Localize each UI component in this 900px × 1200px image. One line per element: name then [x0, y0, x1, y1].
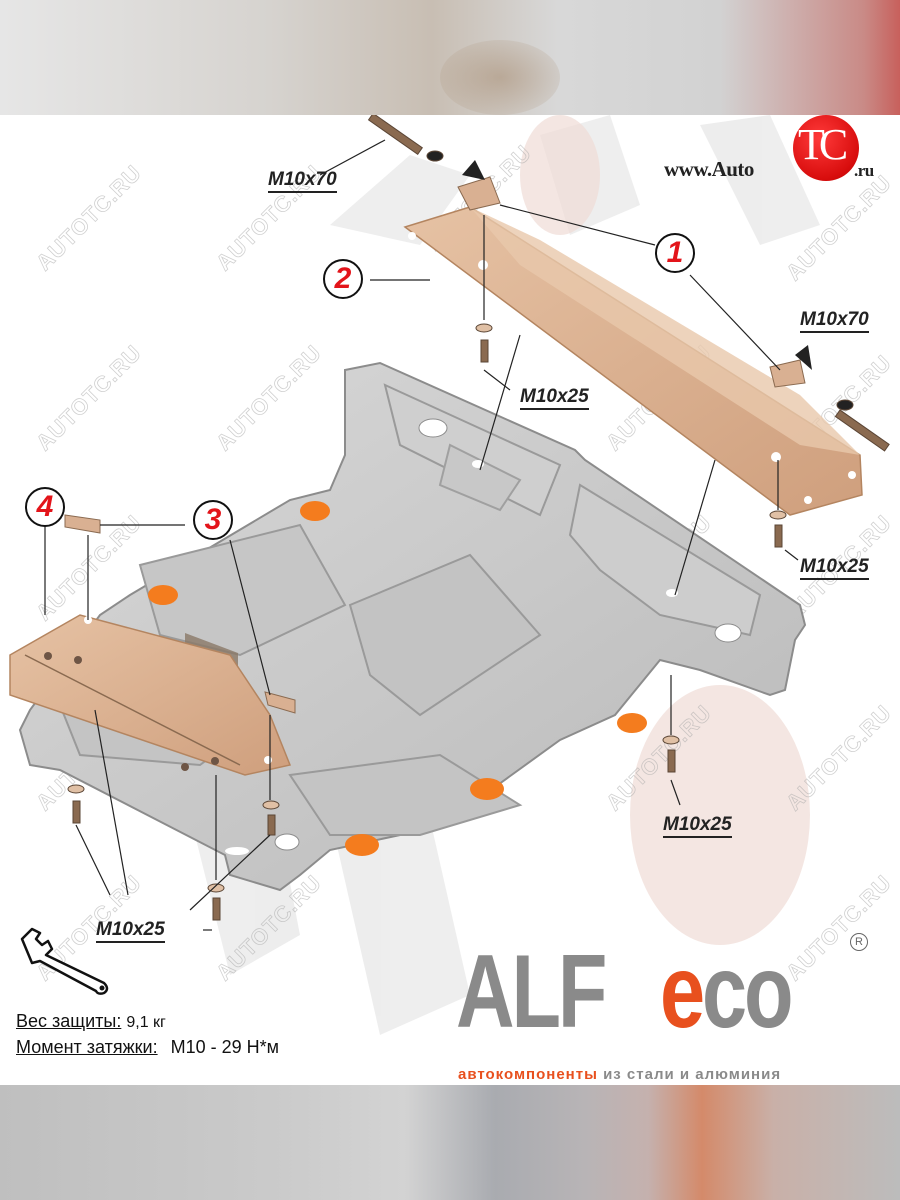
wrench-icon [20, 927, 109, 995]
brand-alf: ALF [456, 934, 607, 1050]
drain-plug [148, 585, 178, 605]
main-skid-plate [18, 361, 807, 892]
autotc-logo-circle [793, 115, 859, 181]
brand-eco: eco [660, 940, 794, 1044]
drain-plug [300, 501, 330, 521]
weight-label: Вес защиты: [16, 1011, 122, 1031]
brand-eco-e: e [660, 934, 705, 1050]
torque-info: Момент затяжки: M10 - 29 Н*м [16, 1037, 279, 1058]
blurred-top-backdrop [0, 0, 900, 115]
drain-plug [345, 834, 379, 856]
label-bolt-m10x25-bottom-right: M10x25 [663, 815, 732, 838]
label-bolt-m10x25-center: M10x25 [520, 387, 589, 410]
tagline-accent: автокомпоненты [458, 1066, 598, 1083]
bolts [67, 115, 890, 921]
site-url-suffix: .ru [854, 161, 874, 180]
steel-plate-4 [9, 614, 292, 776]
registered-mark: R [850, 933, 868, 951]
label-bolt-m10x70-right: M10x70 [800, 310, 869, 333]
skid-plate-drawing [9, 115, 890, 931]
brackets [64, 160, 812, 714]
blurred-bottom-backdrop [0, 1085, 900, 1200]
brand-eco-co: co [702, 934, 794, 1050]
torque-value: M10 - 29 Н*м [170, 1037, 280, 1057]
steel-plate-2 [403, 206, 863, 516]
callout-1: 1 [655, 233, 695, 273]
weight-info: Вес защиты: 9,1 кг [16, 1011, 166, 1032]
drain-plug [470, 778, 504, 800]
autotc-logo-text: TC [798, 120, 848, 169]
tagline-rest: из стали и алюминия [603, 1066, 782, 1083]
label-bolt-m10x25-bottom-left: M10x25 [96, 920, 165, 943]
callout-3: 3 [193, 500, 233, 540]
callout-4: 4 [25, 487, 65, 527]
callout-2: 2 [323, 259, 363, 299]
weight-value: 9,1 кг [126, 1014, 166, 1031]
exploded-diagram: AUTOTC.RU AUTOTC.RU AUTOTC.RU AUTOTC.RU … [0, 115, 900, 1085]
torque-label: Момент затяжки: [16, 1037, 158, 1057]
drain-plug [617, 713, 647, 733]
label-bolt-m10x25-right: M10x25 [800, 557, 869, 580]
brand-tagline: автокомпоненты из стали и алюминия [458, 1066, 781, 1083]
label-bolt-m10x70-left: M10x70 [268, 170, 337, 193]
site-url-prefix: www.Auto [664, 157, 754, 181]
